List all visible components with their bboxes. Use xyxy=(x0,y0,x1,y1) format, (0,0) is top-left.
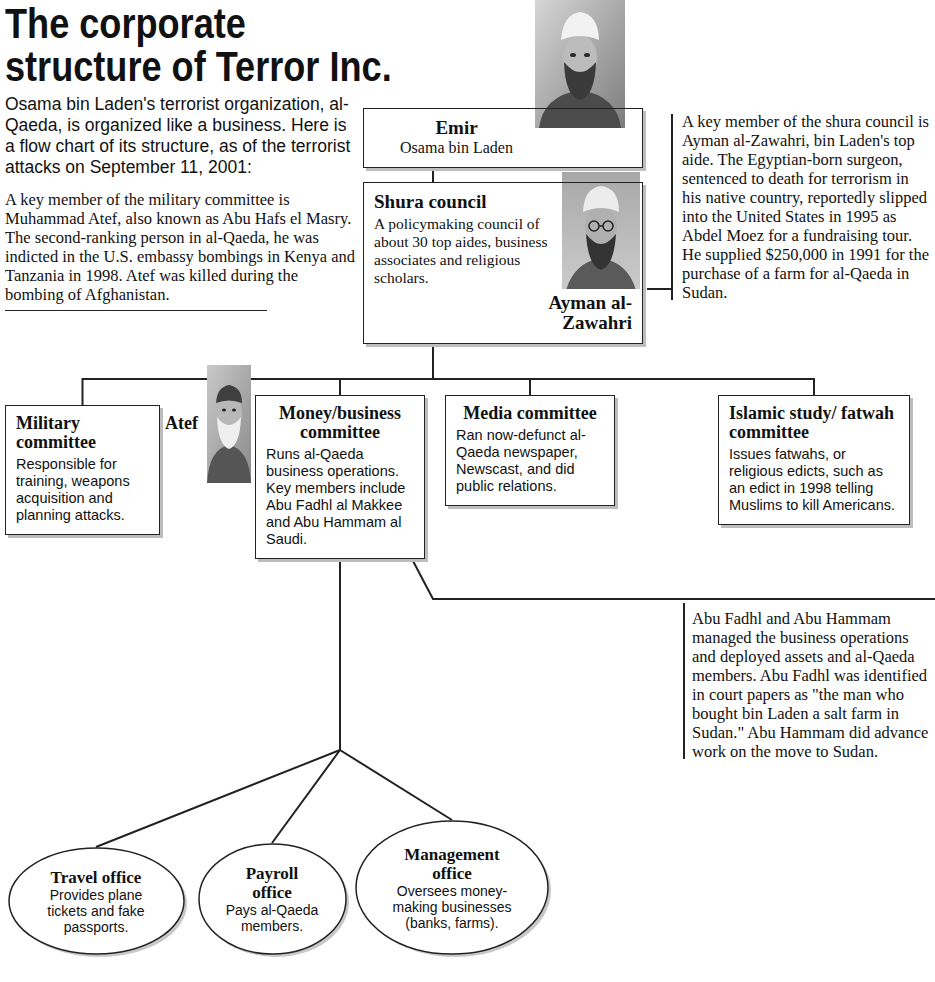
ellipse-text: Payroll officePays al-Qaeda members. xyxy=(224,864,320,934)
photo-label: Atef xyxy=(165,413,198,433)
leader-name: Osama bin Laden xyxy=(374,138,539,157)
committee-box: Islamic study/ fatwah committeeIssues fa… xyxy=(718,395,910,525)
ellipse-text: Travel officeProvides plane tickets and … xyxy=(38,868,154,935)
connector-line xyxy=(432,168,434,182)
leader-line xyxy=(671,114,673,300)
ellipse-shape xyxy=(356,821,548,954)
box-heading: Money/business committee xyxy=(266,404,414,442)
leader-line xyxy=(647,288,672,290)
box-heading: Islamic study/ fatwah committee xyxy=(729,404,899,442)
ellipse-shape xyxy=(9,848,184,954)
connector-line xyxy=(433,344,814,395)
leader-line xyxy=(683,603,685,759)
box-heading: Shura council xyxy=(374,191,554,212)
ellipse-text: Management officeOversees money-making b… xyxy=(388,845,516,931)
office-ellipse: Management officeOversees money-making b… xyxy=(355,820,549,955)
box-description: Issues fatwahs, or religious edicts, suc… xyxy=(729,446,899,514)
council-box: Shura council A policymaking council of a… xyxy=(363,182,643,344)
portrait-photo xyxy=(562,172,640,289)
office-description: Provides plane tickets and fake passport… xyxy=(38,887,154,935)
callout-text: A key member of the military committee i… xyxy=(5,190,360,304)
connector-line xyxy=(433,344,530,395)
committee-box: Military committeeResponsible for traini… xyxy=(5,405,160,535)
office-heading: Payroll office xyxy=(224,864,320,902)
intro-text: Osama bin Laden's terrorist organization… xyxy=(5,94,360,178)
callout-text: A key member of the shura council is Aym… xyxy=(682,112,930,302)
person-name: Ayman al-Zawahri xyxy=(492,293,632,333)
committee-box: Media committeeRan now-defunct al-Qaeda … xyxy=(445,395,615,506)
box-description: A policymaking council of about 30 top a… xyxy=(374,215,554,287)
callout-text: Abu Fadhl and Abu Hammam managed the bus… xyxy=(692,609,930,761)
box-description: Responsible for training, weapons acquis… xyxy=(16,456,149,524)
office-description: Oversees money-making businesses (banks,… xyxy=(388,883,516,931)
office-description: Pays al-Qaeda members. xyxy=(224,902,320,934)
office-ellipse: Payroll officePays al-Qaeda members. xyxy=(198,843,347,955)
office-heading: Management office xyxy=(388,845,516,883)
office-ellipse: Travel officeProvides plane tickets and … xyxy=(8,847,185,955)
portrait-photo xyxy=(207,365,251,483)
box-heading: Military committee xyxy=(16,414,149,452)
committee-box: Money/business committeeRuns al-Qaeda bu… xyxy=(255,395,425,559)
box-heading: Emir xyxy=(374,117,539,138)
box-description: Ran now-defunct al-Qaeda newspaper, News… xyxy=(456,427,604,495)
text-column: The corporate structure of Terror Inc.Os… xyxy=(5,2,360,311)
leader-line xyxy=(413,561,935,599)
ellipse-shape xyxy=(199,844,346,954)
connector-line xyxy=(340,559,452,820)
emir-box: EmirOsama bin Laden xyxy=(363,108,643,168)
connector-line xyxy=(96,559,340,847)
box-description: Runs al-Qaeda business operations. Key m… xyxy=(266,446,414,548)
box-heading: Media committee xyxy=(456,404,604,423)
title: The corporate structure of Terror Inc. xyxy=(5,2,402,88)
leader-line xyxy=(5,310,267,311)
connector-line xyxy=(340,344,433,395)
office-heading: Travel office xyxy=(38,868,154,887)
connector-line xyxy=(272,559,340,843)
